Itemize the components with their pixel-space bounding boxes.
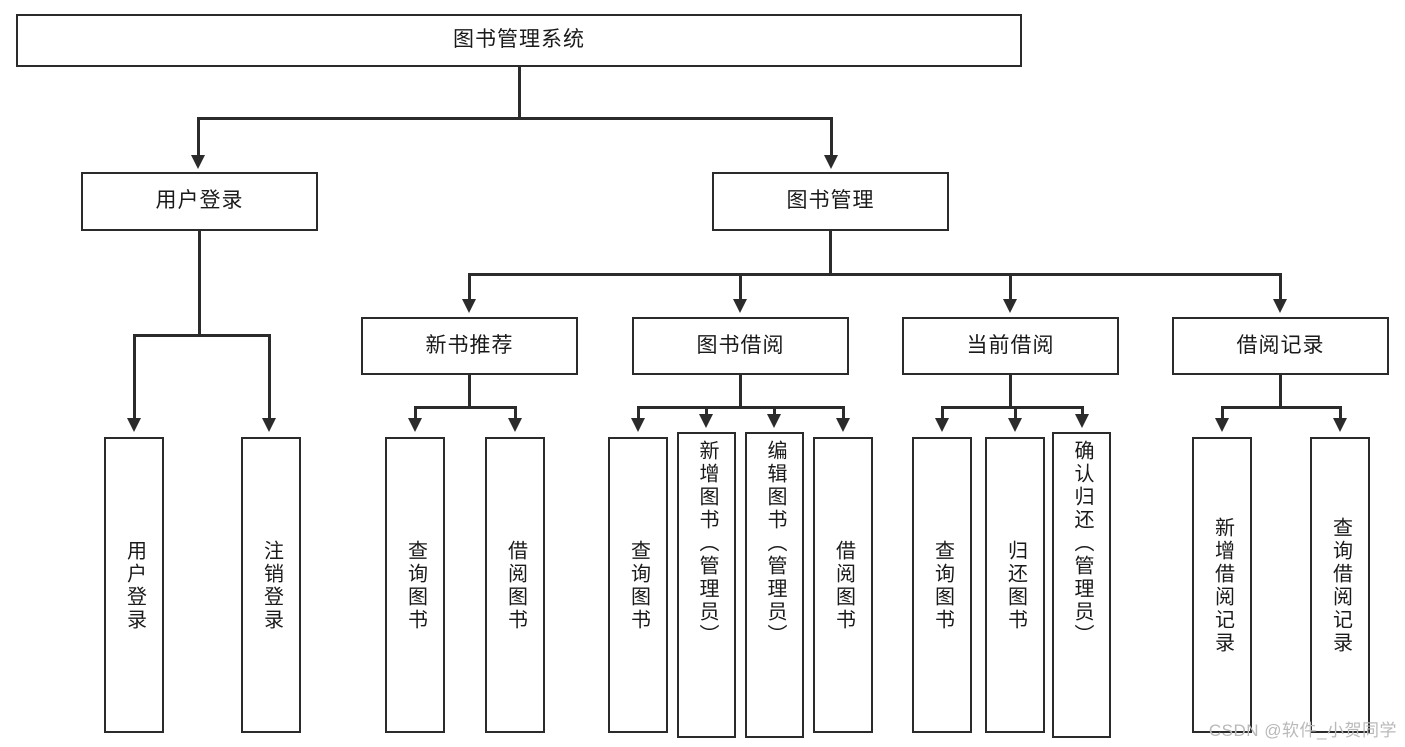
edge-borrow-record-bus bbox=[1221, 406, 1339, 409]
node-leaf-add-record-label: 新增借阅记录 bbox=[1211, 517, 1234, 655]
edge-book-borrow-drop-2 bbox=[705, 406, 708, 416]
edge-root-stem bbox=[518, 66, 521, 119]
node-leaf-add-book-label: 新增图书（管理员） bbox=[696, 440, 718, 647]
edge-new-book-rec-drop-2 bbox=[514, 406, 517, 420]
node-leaf-edit-book-label: 编辑图书（管理员） bbox=[764, 440, 786, 647]
node-borrow-record[interactable]: 借阅记录 bbox=[1172, 317, 1389, 375]
edge-current-borrow-drop-2 bbox=[1014, 406, 1017, 420]
node-book-borrow[interactable]: 图书借阅 bbox=[632, 317, 849, 375]
node-leaf-borrow-book-1-label: 借阅图书 bbox=[504, 540, 527, 632]
edge-book-borrow-stem bbox=[739, 375, 742, 406]
arrow-to-new-book-rec bbox=[462, 299, 476, 313]
edge-current-borrow-bus bbox=[941, 406, 1082, 409]
arrow-to-borrow-record bbox=[1273, 299, 1287, 313]
arrow-borrow-record-leaf-2 bbox=[1333, 418, 1347, 432]
edge-current-borrow-drop-1 bbox=[941, 406, 944, 420]
edge-borrow-record-drop-2 bbox=[1339, 406, 1342, 420]
node-book-manage-label: 图书管理 bbox=[786, 189, 875, 213]
arrow-book-borrow-leaf-1 bbox=[631, 418, 645, 432]
node-root[interactable]: 图书管理系统 bbox=[16, 14, 1022, 67]
node-leaf-return-book[interactable]: 归还图书 bbox=[985, 437, 1045, 733]
edge-to-borrow-record bbox=[1279, 273, 1282, 301]
edge-borrow-record-drop-1 bbox=[1221, 406, 1224, 420]
edge-book-manage-bus bbox=[468, 273, 1280, 276]
node-leaf-edit-book[interactable]: 编辑图书（管理员） bbox=[745, 432, 804, 738]
edge-book-borrow-drop-1 bbox=[637, 406, 640, 420]
edge-root-to-user-login bbox=[197, 117, 200, 157]
edge-current-borrow-stem bbox=[1009, 375, 1012, 406]
node-root-label: 图书管理系统 bbox=[453, 28, 585, 52]
node-leaf-user-login[interactable]: 用户登录 bbox=[104, 437, 164, 733]
arrow-user-login-leaf-2 bbox=[262, 418, 276, 432]
node-leaf-return-book-label: 归还图书 bbox=[1004, 540, 1027, 632]
node-leaf-confirm-return[interactable]: 确认归还（管理员） bbox=[1052, 432, 1111, 738]
edge-book-borrow-bus bbox=[637, 406, 845, 409]
node-leaf-borrow-book-2[interactable]: 借阅图书 bbox=[813, 437, 873, 733]
edge-user-login-drop-1 bbox=[133, 334, 136, 420]
node-leaf-borrow-book-2-label: 借阅图书 bbox=[832, 540, 855, 632]
arrow-current-borrow-leaf-1 bbox=[935, 418, 949, 432]
node-leaf-query-record[interactable]: 查询借阅记录 bbox=[1310, 437, 1370, 733]
edge-borrow-record-stem bbox=[1279, 375, 1282, 406]
node-current-borrow[interactable]: 当前借阅 bbox=[902, 317, 1119, 375]
edge-book-borrow-drop-3 bbox=[773, 406, 776, 416]
edge-to-current-borrow bbox=[1009, 273, 1012, 301]
node-leaf-query-record-label: 查询借阅记录 bbox=[1329, 517, 1352, 655]
node-new-book-rec[interactable]: 新书推荐 bbox=[361, 317, 578, 375]
arrow-root-to-book-manage bbox=[824, 155, 838, 169]
edge-user-login-drop-2 bbox=[268, 334, 271, 420]
node-leaf-query-book-3[interactable]: 查询图书 bbox=[912, 437, 972, 733]
edge-new-book-rec-bus bbox=[414, 406, 516, 409]
node-leaf-query-book-1-label: 查询图书 bbox=[404, 540, 427, 632]
arrow-to-current-borrow bbox=[1003, 299, 1017, 313]
node-leaf-add-record[interactable]: 新增借阅记录 bbox=[1192, 437, 1252, 733]
node-leaf-query-book-2[interactable]: 查询图书 bbox=[608, 437, 668, 733]
edge-user-login-stem bbox=[198, 231, 201, 334]
edge-to-book-borrow bbox=[739, 273, 742, 301]
arrow-book-borrow-leaf-3 bbox=[767, 414, 781, 428]
arrow-current-borrow-leaf-2 bbox=[1008, 418, 1022, 432]
node-leaf-query-book-3-label: 查询图书 bbox=[931, 540, 954, 632]
arrow-book-borrow-leaf-4 bbox=[836, 418, 850, 432]
arrow-book-borrow-leaf-2 bbox=[699, 414, 713, 428]
node-book-borrow-label: 图书借阅 bbox=[696, 333, 785, 357]
arrow-user-login-leaf-1 bbox=[127, 418, 141, 432]
arrow-root-to-user-login bbox=[191, 155, 205, 169]
node-current-borrow-label: 当前借阅 bbox=[966, 333, 1055, 357]
edge-book-borrow-drop-4 bbox=[842, 406, 845, 420]
edge-current-borrow-drop-3 bbox=[1081, 406, 1084, 416]
node-leaf-user-logout[interactable]: 注销登录 bbox=[241, 437, 301, 733]
arrow-to-book-borrow bbox=[733, 299, 747, 313]
node-leaf-borrow-book-1[interactable]: 借阅图书 bbox=[485, 437, 545, 733]
node-user-login-label: 用户登录 bbox=[155, 189, 244, 213]
node-user-login[interactable]: 用户登录 bbox=[81, 172, 318, 231]
node-leaf-user-logout-label: 注销登录 bbox=[260, 540, 283, 632]
node-leaf-add-book[interactable]: 新增图书（管理员） bbox=[677, 432, 736, 738]
node-leaf-user-login-label: 用户登录 bbox=[123, 540, 146, 632]
edge-root-bus bbox=[197, 117, 833, 120]
edge-new-book-rec-stem bbox=[468, 375, 471, 406]
node-leaf-query-book-2-label: 查询图书 bbox=[627, 540, 650, 632]
arrow-current-borrow-leaf-3 bbox=[1075, 414, 1089, 428]
edge-new-book-rec-drop-1 bbox=[414, 406, 417, 420]
edge-user-login-bus bbox=[133, 334, 271, 337]
edge-root-to-book-manage bbox=[830, 117, 833, 157]
edge-book-manage-stem bbox=[829, 231, 832, 273]
node-borrow-record-label: 借阅记录 bbox=[1236, 333, 1325, 357]
node-leaf-confirm-return-label: 确认归还（管理员） bbox=[1071, 440, 1093, 647]
node-leaf-query-book-1[interactable]: 查询图书 bbox=[385, 437, 445, 733]
edge-to-new-book-rec bbox=[468, 273, 471, 301]
arrow-borrow-record-leaf-1 bbox=[1215, 418, 1229, 432]
node-new-book-rec-label: 新书推荐 bbox=[425, 333, 514, 357]
arrow-new-book-rec-leaf-2 bbox=[508, 418, 522, 432]
node-book-manage[interactable]: 图书管理 bbox=[712, 172, 949, 231]
arrow-new-book-rec-leaf-1 bbox=[408, 418, 422, 432]
